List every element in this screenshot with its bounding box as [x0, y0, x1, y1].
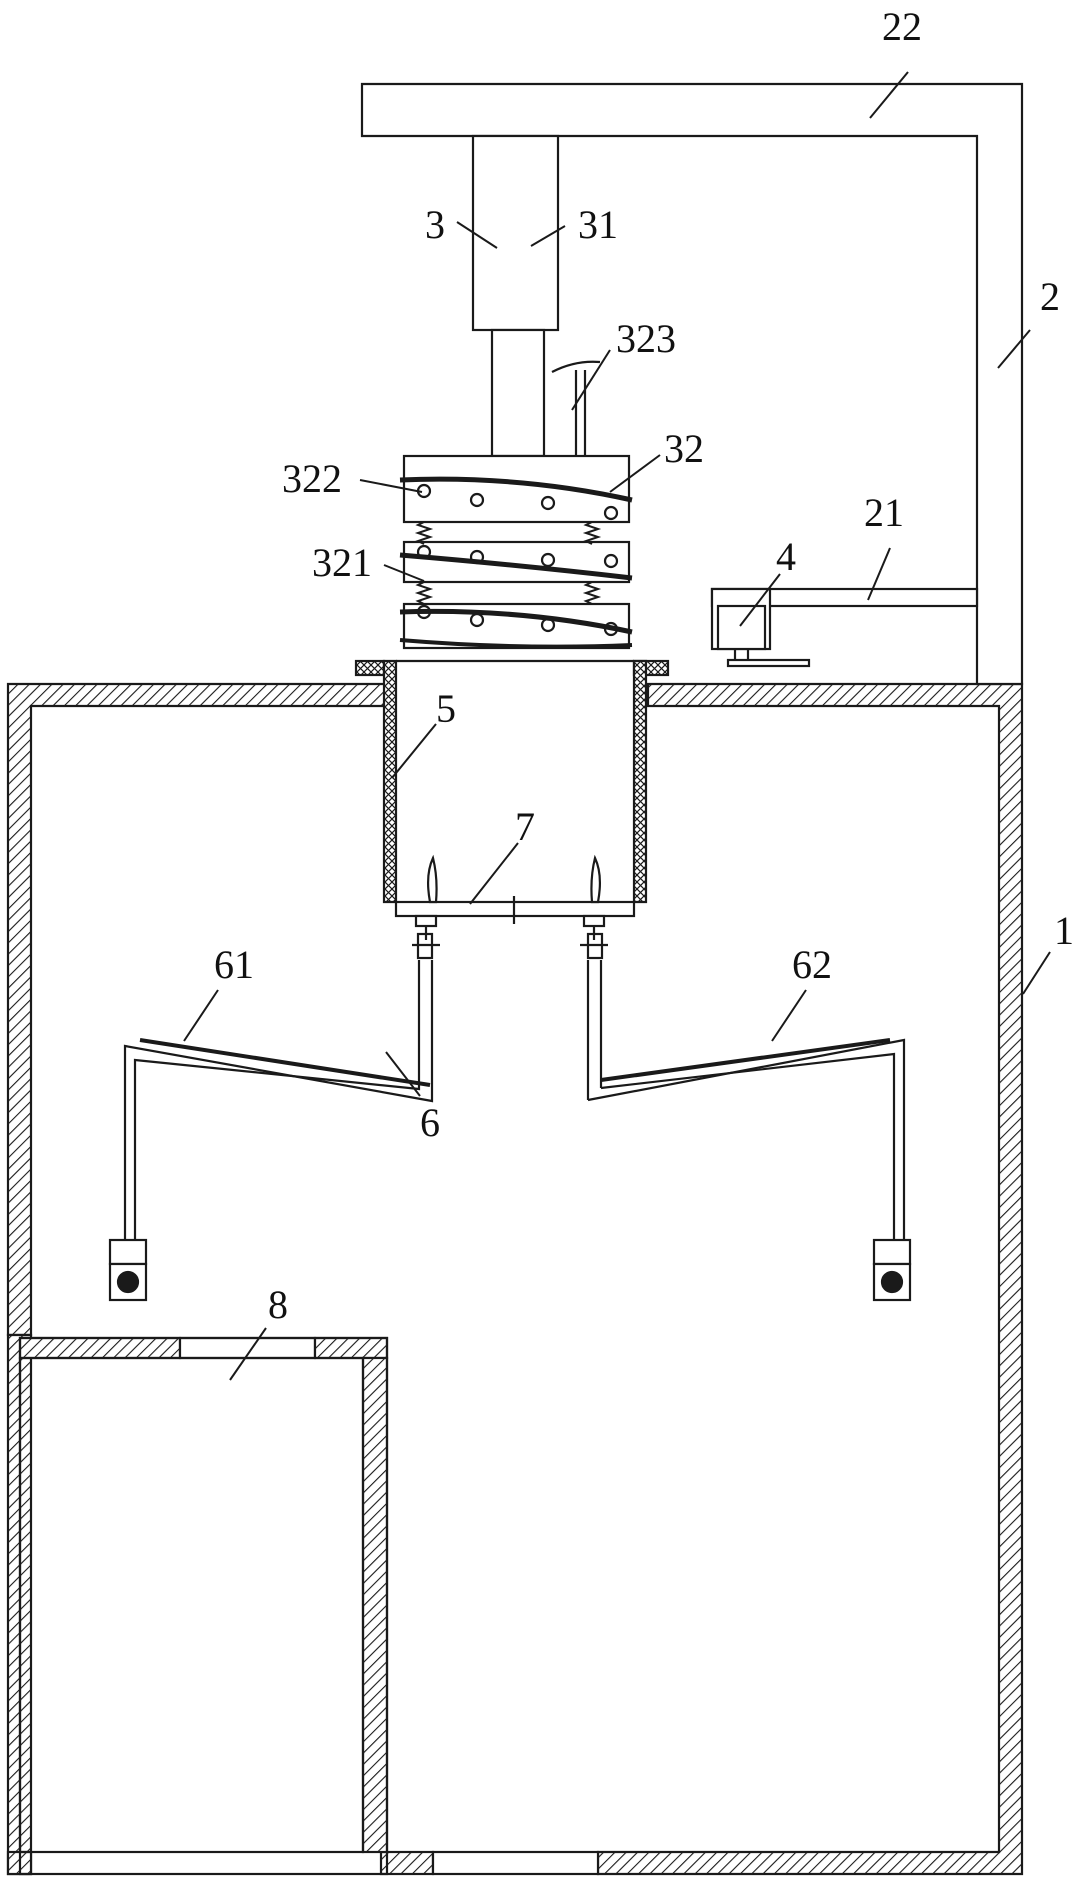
pivot-arm-61 — [108, 914, 440, 1302]
label-8: 8 — [268, 1282, 288, 1327]
labels: 22 2 3 31 323 32 322 321 21 4 5 7 1 61 6… — [214, 4, 1074, 1327]
label-2: 2 — [1040, 274, 1060, 319]
housing-wall — [6, 682, 1024, 1876]
motor-4 — [710, 587, 811, 668]
label-5: 5 — [436, 686, 456, 731]
mold-5 — [354, 659, 670, 924]
label-323: 323 — [616, 316, 676, 361]
frame-2 — [360, 82, 1024, 686]
label-22: 22 — [882, 4, 922, 49]
label-4: 4 — [776, 534, 796, 579]
label-3: 3 — [425, 202, 445, 247]
label-1: 1 — [1054, 908, 1074, 953]
label-32: 32 — [664, 426, 704, 471]
label-31: 31 — [578, 202, 618, 247]
pivot-arm-62 — [580, 914, 912, 1302]
label-6: 6 — [420, 1100, 440, 1145]
label-7: 7 — [515, 804, 535, 849]
label-321: 321 — [312, 540, 372, 585]
bin-compartment — [18, 1336, 389, 1876]
cylinder-3 — [471, 134, 601, 458]
label-322: 322 — [282, 456, 342, 501]
label-61: 61 — [214, 942, 254, 987]
label-21: 21 — [864, 490, 904, 535]
leader-lines — [183, 71, 1051, 1381]
label-62: 62 — [792, 942, 832, 987]
clamp-head-32 — [399, 454, 633, 650]
